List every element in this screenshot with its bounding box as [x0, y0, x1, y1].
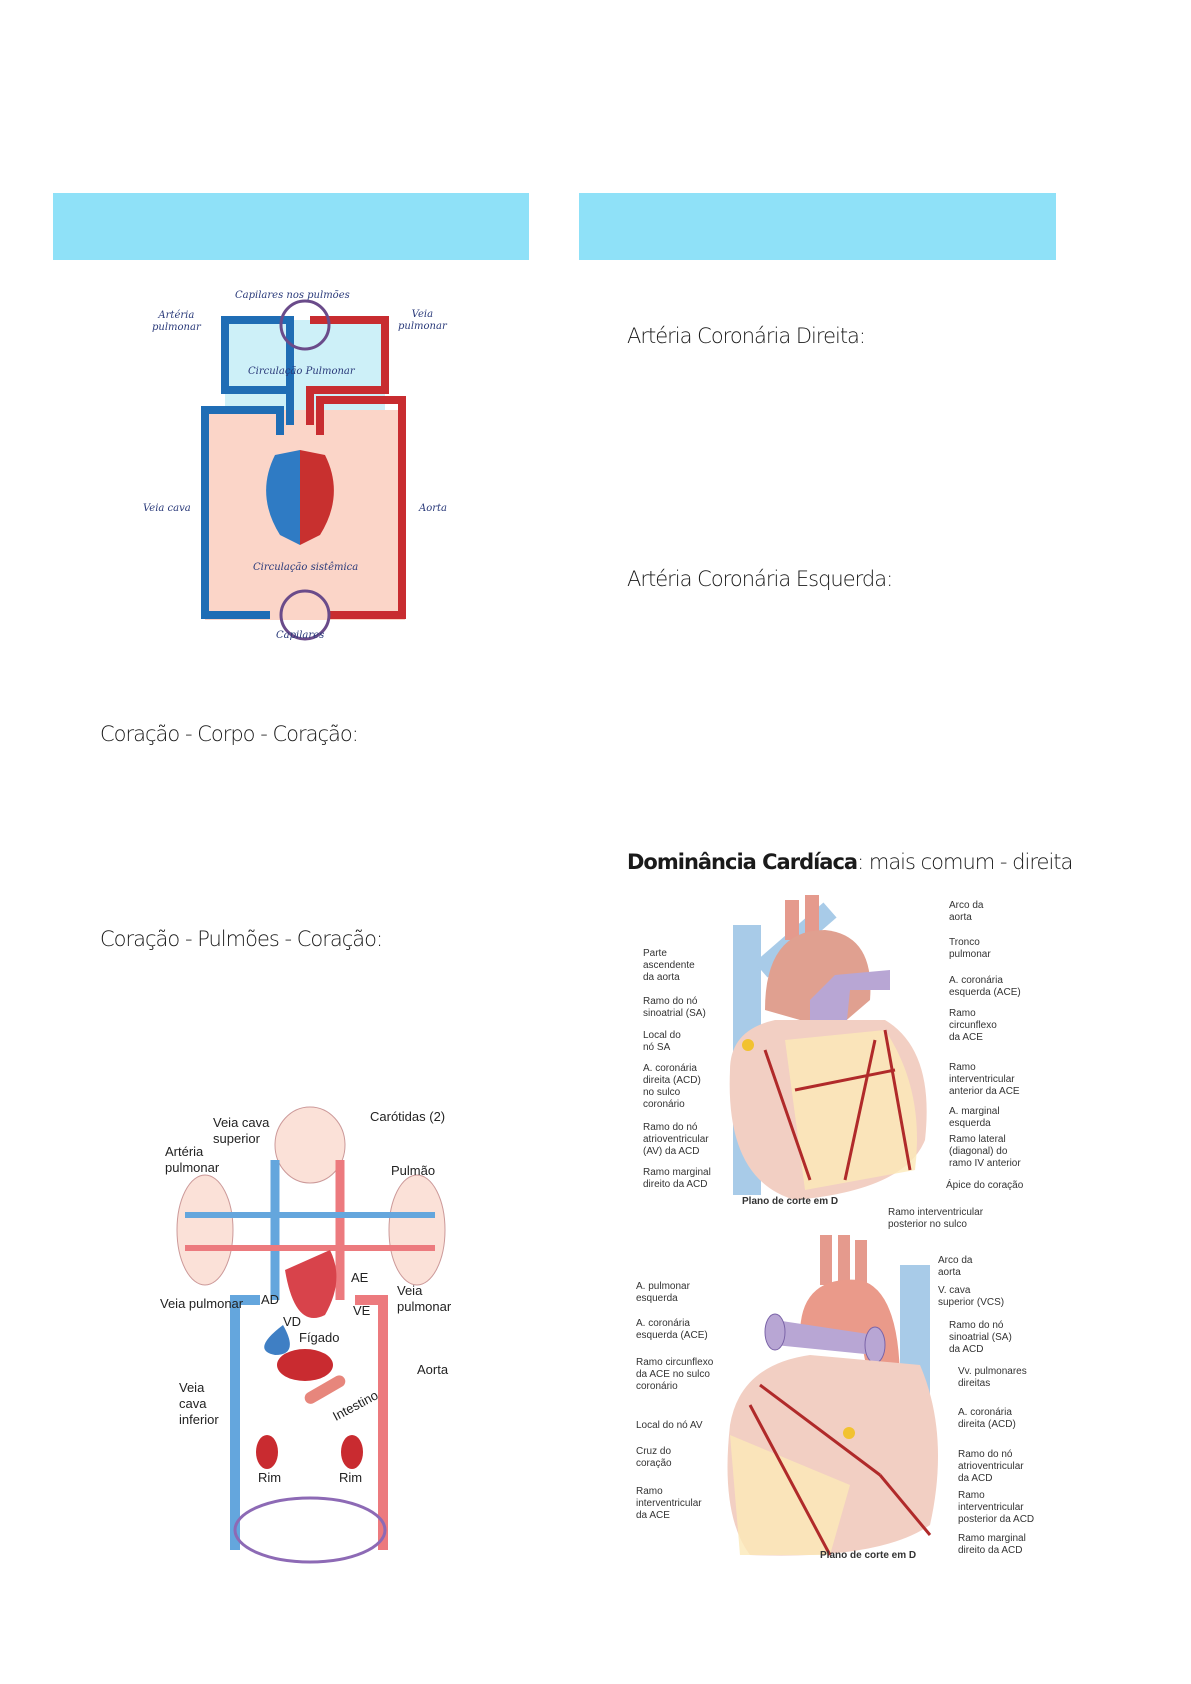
- heading-coracao-pulmoes: Coração - Pulmões - Coração:: [100, 927, 383, 951]
- label-veia-cava-superior: Veia cava superior: [213, 1115, 270, 1146]
- h1-label-l4: Ramo do nó atrioventricular (AV) da ACD: [643, 1122, 709, 1157]
- h1-label-r4: Ramo interventricular anterior da ACE: [949, 1062, 1020, 1097]
- label-pulmao: Pulmão: [391, 1163, 436, 1178]
- h2-label-r7: Ramo marginal direito da ACD: [958, 1533, 1026, 1556]
- heading-dominancia-rest: : mais comum - direita: [857, 850, 1073, 874]
- h2-label-l5: Ramo interventricular da ACE: [636, 1486, 702, 1521]
- h1-label-plano: Plano de corte em D: [742, 1196, 839, 1207]
- label-rim-r: Rim: [339, 1470, 363, 1485]
- h1-label-r0: Arco da aorta: [949, 900, 984, 923]
- label-vd: VD: [283, 1314, 302, 1329]
- h1-label-l1: Ramo do nó sinoatrial (SA): [643, 996, 706, 1019]
- label-arteria-pulmonar-2: Artéria pulmonar: [165, 1144, 220, 1175]
- label-veia-pulmonar-l: Veia pulmonar: [160, 1296, 244, 1311]
- h1-label-l3: A. coronária direita (ACD) no sulco coro…: [643, 1063, 701, 1110]
- h2-label-l2: Ramo circunflexo da ACE no sulco coronár…: [636, 1357, 714, 1392]
- heading-coronaria-direita: Artéria Coronária Direita:: [627, 324, 866, 348]
- label-circ-sistemica: Circulação sistêmica: [253, 562, 359, 573]
- h1-label-r2: A. coronária esquerda (ACE): [949, 975, 1021, 998]
- h1-label-r7: Ápice do coração: [946, 1180, 1024, 1191]
- h2-label-plano: Plano de corte em D: [820, 1550, 917, 1561]
- label-figado: Fígado: [299, 1330, 340, 1345]
- label-veia-cava-inferior: Veia cava inferior: [179, 1380, 219, 1427]
- label-carotidas: Carótidas (2): [370, 1109, 446, 1124]
- heading-dominancia-bold: Dominância Cardíaca: [627, 850, 858, 874]
- h2-label-l0: A. pulmonar esquerda: [636, 1281, 690, 1304]
- right-header-band: [579, 193, 1056, 260]
- heading-coronaria-esquerda: Artéria Coronária Esquerda:: [627, 567, 893, 591]
- h1-label-r3: Ramo circunflexo da ACE: [949, 1008, 997, 1043]
- body-circulation-diagram: Veia cava superior Carótidas (2) Artéria…: [155, 1100, 465, 1565]
- heading-coracao-corpo: Coração - Corpo - Coração:: [100, 722, 359, 746]
- left-header-band: [53, 193, 529, 260]
- h1-label-r5: A. marginal esquerda: [949, 1106, 1000, 1129]
- h2-label-r5: Ramo do nó atrioventricular da ACD: [958, 1449, 1024, 1484]
- heart-posterior-diagram: [630, 1235, 1040, 1565]
- heading-dominancia: Dominância Cardíaca: mais comum - direit…: [627, 850, 1073, 874]
- h2-label-l3: Local do nó AV: [636, 1420, 703, 1431]
- label-aorta-2: Aorta: [417, 1362, 449, 1377]
- h1-label-l5: Ramo marginal direito da ACD: [643, 1167, 711, 1190]
- label-rim-l: Rim: [258, 1470, 282, 1485]
- label-circ-pulmonar: Circulação Pulmonar: [248, 366, 355, 377]
- label-arteria-pulmonar: Artéria pulmonar: [152, 310, 201, 333]
- label-veia-pulmonar: Veia pulmonar: [398, 309, 447, 332]
- h1-label-l2: Local do nó SA: [643, 1030, 681, 1053]
- label-capilares-pulmoes: Capilares nos pulmões: [235, 290, 350, 301]
- h1-label-l0: Parte ascendente da aorta: [643, 948, 695, 983]
- h2-label-r0: Arco da aorta: [938, 1255, 973, 1278]
- h1-label-r6: Ramo lateral (diagonal) do ramo IV anter…: [949, 1134, 1021, 1169]
- circulation-diagram: Capilares nos pulmões Artéria pulmonar V…: [140, 285, 460, 650]
- label-ve: VE: [353, 1303, 371, 1318]
- h1-label-posterior: Ramo interventricular posterior no sulco: [888, 1207, 984, 1230]
- label-capilares: Capilares: [276, 630, 325, 641]
- label-ae: AE: [351, 1270, 369, 1285]
- h1-label-r1: Tronco pulmonar: [949, 937, 991, 960]
- h2-label-l1: A. coronária esquerda (ACE): [636, 1318, 708, 1341]
- h2-label-r2: Ramo do nó sinoatrial (SA) da ACD: [949, 1320, 1012, 1355]
- h2-label-r4: A. coronária direita (ACD): [958, 1407, 1016, 1430]
- h2-label-r6: Ramo interventricular posterior da ACD: [958, 1490, 1035, 1525]
- label-ad: AD: [261, 1292, 280, 1307]
- h2-label-r1: V. cava superior (VCS): [938, 1285, 1005, 1308]
- heart-anterior-diagram: [635, 890, 1035, 1230]
- label-veia-pulmonar-r: Veia pulmonar: [397, 1283, 452, 1314]
- h2-label-l4: Cruz do coração: [636, 1446, 672, 1469]
- h2-label-r3: Vv. pulmonares direitas: [958, 1366, 1027, 1389]
- label-aorta: Aorta: [419, 503, 448, 514]
- label-veia-cava: Veia cava: [143, 503, 191, 514]
